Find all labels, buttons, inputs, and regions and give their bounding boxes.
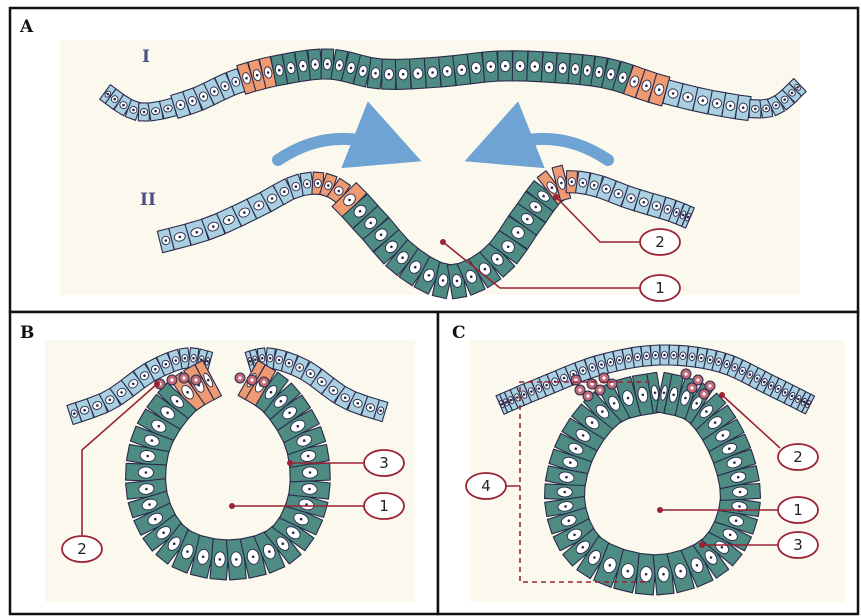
neural-crest-cell	[583, 391, 593, 401]
callout-c-4-number: 4	[481, 477, 491, 495]
stage-ii-label: II	[140, 190, 156, 210]
callout-a-1-number: 1	[655, 279, 665, 297]
callout-b-3-number: 3	[379, 454, 389, 472]
neural-crest-cell	[595, 385, 605, 395]
panel-a-label: A	[19, 17, 34, 37]
neural-crest-cell	[179, 373, 189, 383]
neural-crest-cell	[681, 369, 691, 379]
neural-crest-cell	[259, 377, 269, 387]
neural-plate-cell	[541, 52, 557, 83]
callout-c-2-number: 2	[793, 448, 803, 466]
stage-i-label: I	[142, 47, 150, 67]
neural-crest-cell	[247, 375, 257, 385]
neural-plate-cell	[410, 58, 427, 89]
callout-a-2-number: 2	[655, 233, 665, 251]
panel-c-label: C	[452, 323, 466, 343]
neural-plate-cell	[382, 59, 397, 89]
neural-plate-cell	[498, 51, 513, 81]
surface-ectoderm-cell	[660, 345, 669, 365]
neural-crest-cell	[687, 383, 697, 393]
neural-plate-cell	[308, 49, 323, 80]
neural-plate-cell	[527, 51, 543, 82]
surface-ectoderm-cell	[651, 345, 661, 365]
neural-crest-cell	[191, 375, 201, 385]
neural-crest-cell	[607, 379, 617, 389]
neural-crest-cell	[571, 375, 581, 385]
callout-b-2-number: 2	[77, 540, 87, 558]
neural-crest-cell	[167, 375, 177, 385]
panel-b-label: B	[20, 323, 34, 343]
callout-b-1-number: 1	[379, 497, 389, 515]
neural-plate-cell	[482, 51, 499, 82]
callout-c-1-number: 1	[793, 501, 803, 519]
neural-crest-cell	[235, 373, 245, 383]
neural-crest-cell	[699, 389, 709, 399]
neural-plate-cell	[512, 51, 528, 81]
panel-a: A I II	[10, 8, 858, 312]
neural-plate-cell	[395, 59, 411, 89]
callout-c-3-number: 3	[793, 536, 803, 554]
